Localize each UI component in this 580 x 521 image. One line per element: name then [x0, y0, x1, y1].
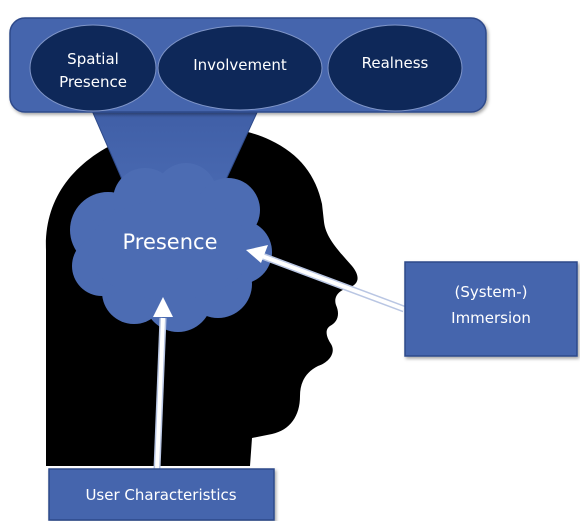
ellipse-label-line: Spatial [67, 50, 119, 68]
box-label-line: (System-) [454, 283, 527, 301]
user-characteristics-box: User Characteristics [48, 468, 275, 521]
ellipse-label-line: Presence [59, 73, 127, 91]
ellipse-label-line: Realness [362, 54, 429, 72]
ellipse-realness: Realness [327, 24, 463, 112]
ellipse-involvement: Involvement [157, 25, 323, 111]
user-characteristics-arrow [153, 297, 173, 470]
system-immersion-box: (System-) Immersion [404, 261, 578, 357]
ellipse-label-line: Involvement [193, 56, 287, 74]
box-label: User Characteristics [85, 486, 236, 504]
box-label-line: Immersion [451, 309, 531, 327]
ellipse-spatial-presence: Spatial Presence [29, 24, 157, 112]
presence-label: Presence [122, 230, 217, 254]
immersion-arrow [246, 245, 406, 313]
